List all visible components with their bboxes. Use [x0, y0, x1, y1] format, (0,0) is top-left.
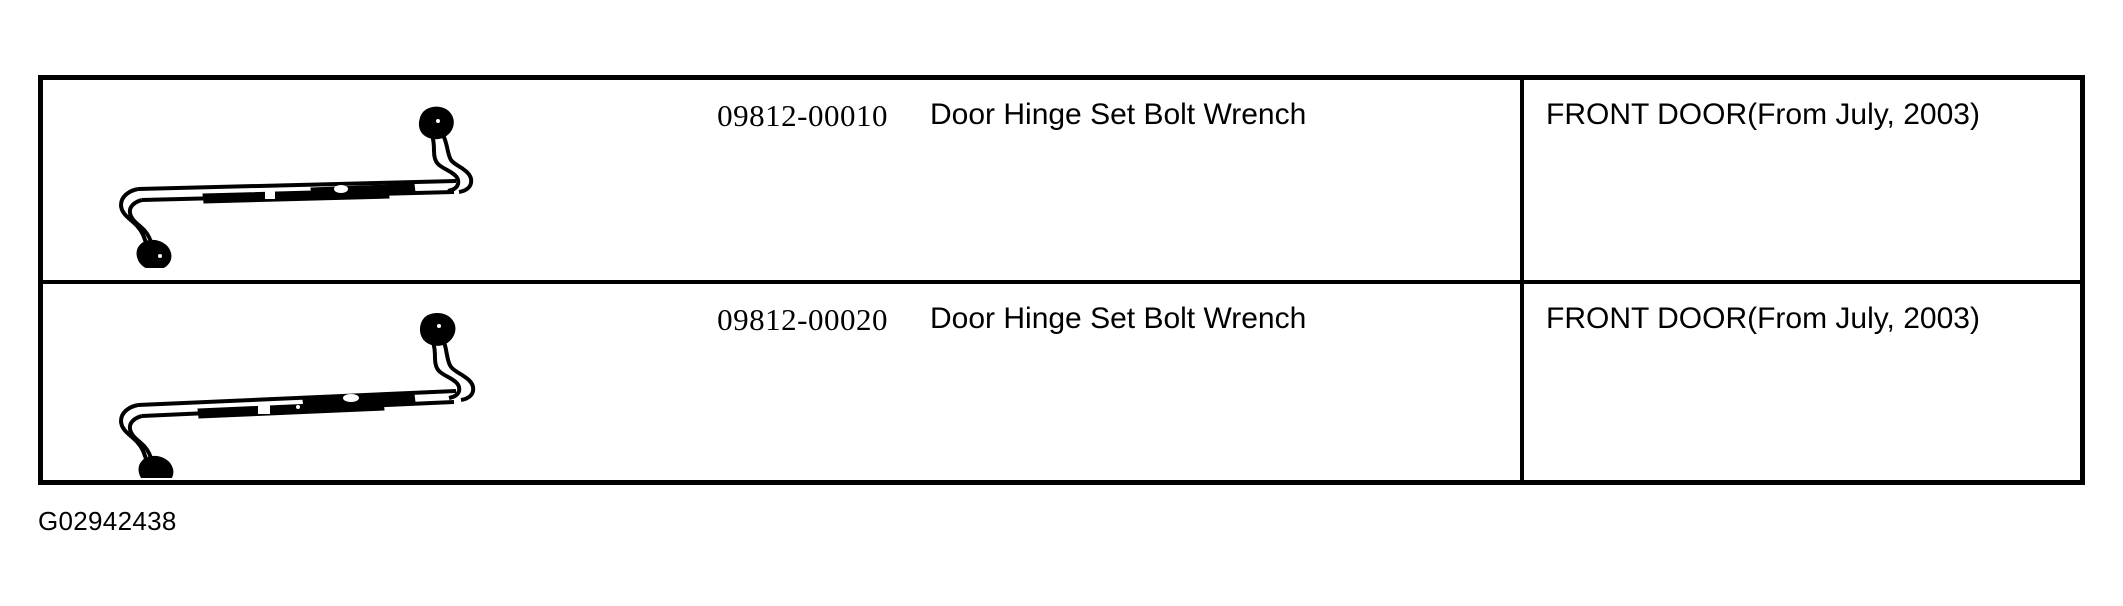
figure-caption: G02942438 [38, 506, 177, 536]
part-description: Door Hinge Set Bolt Wrench [930, 98, 1307, 131]
offset-box-wrench-icon [118, 312, 476, 478]
part-description: Door Hinge Set Bolt Wrench [930, 302, 1307, 335]
part-number-cell: 09812-00010 [643, 80, 888, 280]
parts-table: 09812-00010 Door Hinge Set Bolt Wrench F… [38, 75, 2085, 485]
offset-box-wrench-icon [118, 106, 474, 268]
part-application-cell: FRONT DOOR(From July, 2003) [1520, 80, 2080, 280]
part-number-cell: 09812-00020 [643, 284, 888, 480]
part-illustration-cell [43, 80, 643, 280]
part-application: FRONT DOOR(From July, 2003) [1546, 302, 1980, 335]
part-application-cell: FRONT DOOR(From July, 2003) [1520, 284, 2080, 480]
table-row: 09812-00020 Door Hinge Set Bolt Wrench F… [43, 280, 2080, 480]
part-illustration-cell [43, 284, 643, 480]
part-number: 09812-00020 [717, 302, 888, 337]
part-application: FRONT DOOR(From July, 2003) [1546, 98, 1980, 131]
part-description-cell: Door Hinge Set Bolt Wrench [888, 80, 1520, 280]
part-number: 09812-00010 [717, 98, 888, 133]
table-row: 09812-00010 Door Hinge Set Bolt Wrench F… [43, 80, 2080, 280]
part-description-cell: Door Hinge Set Bolt Wrench [888, 284, 1520, 480]
